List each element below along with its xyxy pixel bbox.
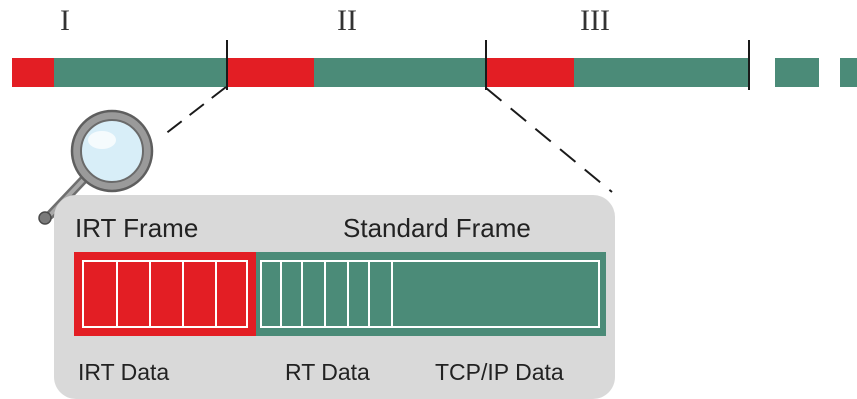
cycle-boundary-tick-1	[226, 40, 228, 90]
rt-slot	[349, 262, 370, 326]
rt-slot	[326, 262, 349, 326]
irt-slot	[84, 262, 118, 326]
zoom-line-right	[485, 87, 613, 193]
rt-slot	[370, 262, 393, 326]
rt-slot	[303, 262, 326, 326]
magnifying-glass-icon	[38, 109, 154, 225]
phase-label-3: III	[580, 4, 610, 37]
standard-frame-label: Standard Frame	[343, 213, 531, 243]
timeline-continuation-dash-1	[775, 58, 819, 87]
cycle-boundary-tick-3	[748, 40, 750, 90]
irt-data-label: IRT Data	[78, 359, 170, 385]
irt-slot	[118, 262, 151, 326]
standard-frame-block	[256, 252, 606, 336]
cycle-boundary-tick-2	[485, 40, 487, 90]
timeline-continuation-dash-2	[840, 58, 857, 87]
rt-data-label: RT Data	[285, 359, 370, 385]
timeline-irt-segment-2	[227, 58, 314, 87]
timeline-irt-segment-1	[12, 58, 54, 87]
irt-slot	[184, 262, 217, 326]
zoom-line-left	[159, 86, 227, 139]
timeline-standard-segment-2	[314, 58, 486, 87]
irt-frame-label: IRT Frame	[75, 213, 199, 243]
tcpip-slot	[393, 262, 598, 326]
phase-label-1: I	[60, 4, 70, 37]
rt-slot	[282, 262, 303, 326]
timeline-irt-segment-3	[486, 58, 574, 87]
tcpip-data-label: TCP/IP Data	[435, 359, 564, 385]
irt-slot	[217, 262, 246, 326]
irt-slot	[151, 262, 184, 326]
standard-data-slots	[260, 260, 600, 328]
irt-frame-block	[74, 252, 256, 336]
irt-data-slots	[82, 260, 248, 328]
rt-slot	[262, 262, 282, 326]
phase-label-2: II	[337, 4, 357, 37]
timeline-standard-segment-1	[54, 58, 227, 87]
timeline-standard-segment-3	[574, 58, 749, 87]
